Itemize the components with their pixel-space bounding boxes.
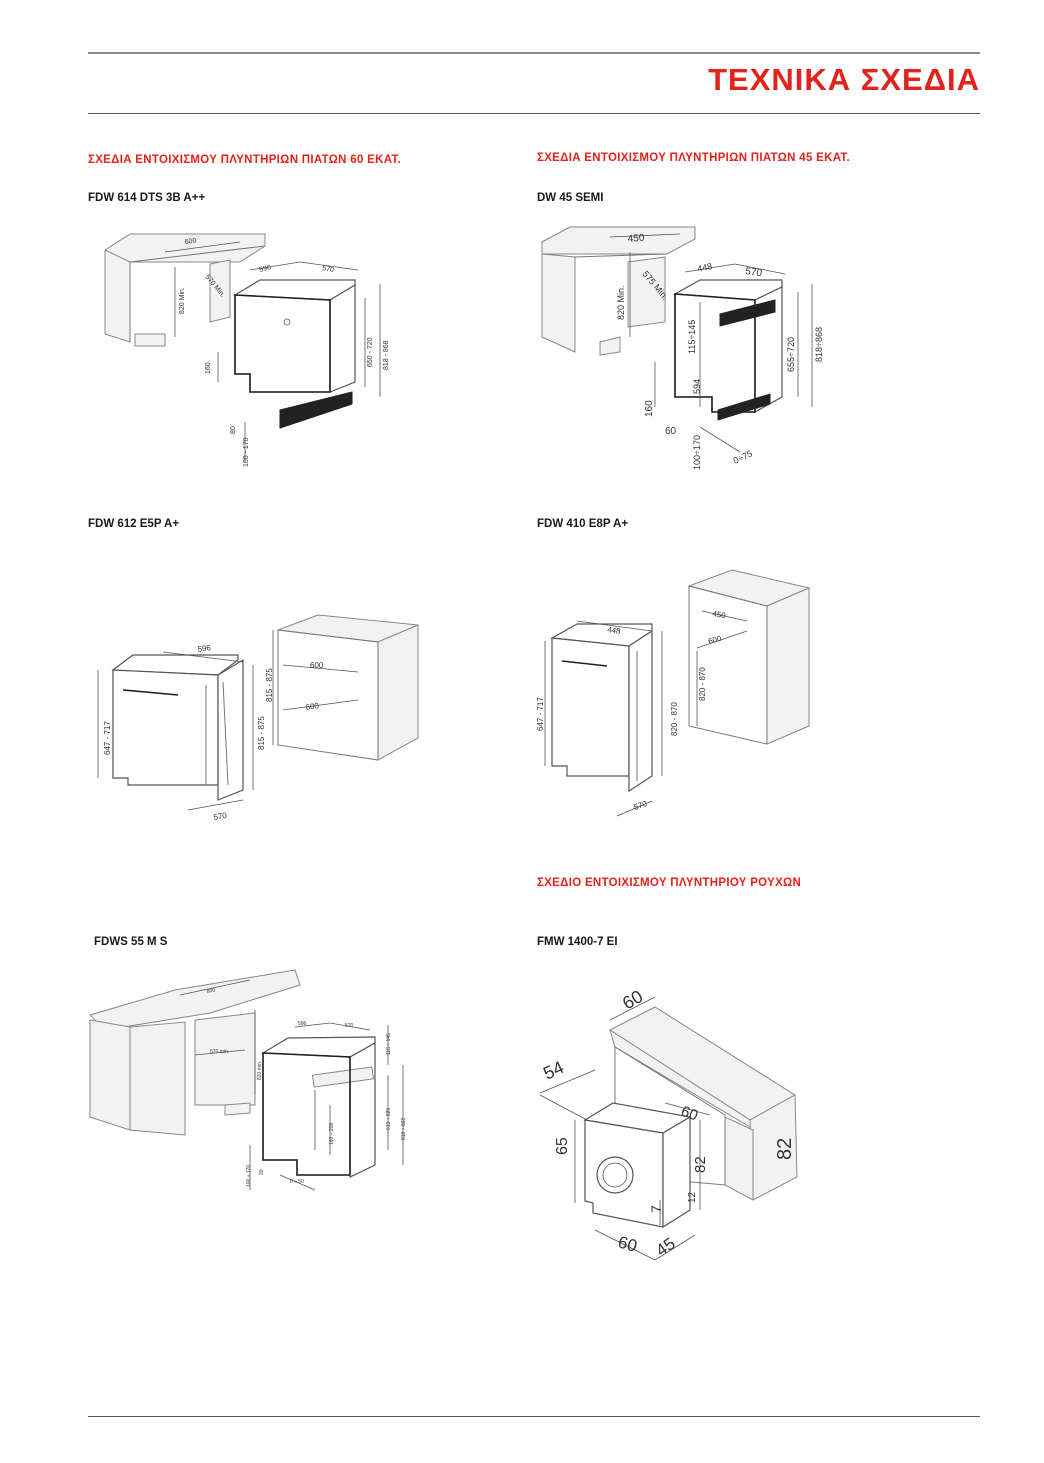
kitchen-cabinet [277,614,419,761]
dishwasher-body [233,279,356,429]
dim-label: 570 [213,811,228,822]
dim-label: 12 [687,1191,698,1203]
dishwasher-body [672,279,783,421]
dim-label: 45 [652,1234,678,1260]
dim-label: 820 Min. [616,285,626,320]
dim-label: 54 [540,1057,567,1084]
dimension-lines [539,996,711,1261]
dim-label: 160 [644,400,655,417]
dim-label: 647 - 717 [103,721,112,755]
dim-label: 570 [745,266,763,279]
dim-label: 80 [230,426,237,434]
washing-machine-body [583,1102,692,1229]
section-title-washing-machine: ΣΧΕΔΙΟ ΕΝΤΟΙΧΙΣΜΟΥ ΠΛΥΝΤΗΡΙΟΥ ΡΟΥΧΩΝ [537,877,802,889]
dim-label: 82 [692,1156,709,1173]
kitchen-cabinet [104,233,266,347]
dim-label: 650 - 720 [367,337,374,367]
dim-label: 7 [648,1205,664,1213]
dim-label: 60 [616,1233,639,1256]
dimension-lines [544,610,748,817]
model-label-fmw1400: FMW 1400-7 EI [537,936,618,948]
dim-label: 820 - 870 [670,702,679,736]
header-rule [88,113,980,114]
dim-label: 115÷145 [687,320,697,354]
dim-label: 0÷75 [732,448,754,466]
dim-label: 815 - 875 [257,716,266,750]
dim-label: 448 [696,261,713,274]
kitchen-cabinet [608,1006,798,1201]
dim-label: 100 ÷ 170 [246,1165,252,1187]
dim-label: 600 [184,237,197,246]
dim-label: 0 ÷ 50 [290,1179,304,1185]
dimension-labels: 450 600 448 820 - 870 647 - 717 820 - 87… [536,609,727,812]
diagram-fdw410: 450 600 448 820 - 870 647 - 717 820 - 87… [536,569,811,817]
section-title-dishwashers-60: ΣΧΕΔΙΑ ΕΝΤΟΙΧΙΣΜΟΥ ΠΛΥΝΤΗΡΙΩΝ ΠΙΑΤΩΝ 60 … [88,154,401,166]
dim-label: 600 [305,701,320,712]
dim-label: 570 [345,1023,354,1029]
top-rule [88,52,980,54]
diagram-fdw612: 596 647 - 717 815 - 875 600 600 815 - 87… [97,614,419,822]
dimension-lines [97,630,359,811]
dim-label: 615 ÷ 820 [386,1108,392,1130]
dim-label: 570 [633,799,649,812]
diagram-fdw614: 600 570 Min. 820 Min. 596 570 650 - 720 … [104,233,390,467]
dim-label: 594 [692,379,702,394]
dim-label: 30 [259,1169,265,1175]
model-label-fdw614: FDW 614 DTS 3B A++ [88,192,206,204]
dim-label: 570 min. [210,1049,229,1055]
dim-label: 60 [665,426,677,437]
dim-label: 100 - 170 [243,437,250,467]
diagram-fmw1400: 60 54 60 65 82 82 7 12 60 45 [539,986,798,1261]
model-label-fdw410: FDW 410 E8P A+ [537,518,629,530]
section-title-dishwashers-45: ΣΧΕΔΙΑ ΕΝΤΟΙΧΙΣΜΟΥ ΠΛΥΝΤΗΡΙΩΝ ΠΙΑΤΩΝ 45 … [537,152,850,164]
dimension-lines [609,233,813,453]
dim-label: 596 [197,643,212,654]
dim-label: 450 [712,609,727,620]
kitchen-cabinet [541,226,696,356]
dimension-lines [179,979,404,1191]
dim-label: 65 [554,1137,571,1155]
model-label-fdw612: FDW 612 E5P A+ [88,518,180,530]
dim-label: 115 ÷ 145 [386,1033,392,1055]
dim-label: 450 [627,233,645,245]
dim-label: 60 [679,1103,700,1125]
dimension-labels: 596 647 - 717 815 - 875 600 600 815 - 87… [103,643,324,822]
kitchen-cabinet [89,969,301,1136]
model-label-dw45: DW 45 SEMI [537,192,604,204]
dim-label: 820 Min. [179,287,186,314]
dim-label: 100÷170 [692,435,702,470]
dim-label: 160 ÷ 209 [329,1123,335,1145]
dim-label: 655÷720 [786,337,796,372]
dim-label: 818 ÷ 868 [401,1118,407,1140]
dim-label: 600 [206,988,215,995]
diagram-dw45: 450 575 Min. 820 Min. 448 570 115÷145 65… [541,226,824,470]
dim-label: 815 - 875 [265,668,274,702]
dim-label: 60 [619,986,646,1013]
dim-label: 596 [259,264,272,274]
page-title: ΤΕΧΝΙΚΑ ΣΧΕΔΙΑ [708,62,980,97]
diagram-fdws55: 600 570 min. 820 min. 596 570 115 ÷ 145 … [89,969,407,1191]
dimension-labels: 600 570 min. 820 min. 596 570 115 ÷ 145 … [206,988,407,1187]
dim-label: 596 [298,1021,307,1027]
kitchen-cabinet [687,569,811,745]
dim-label: 818÷868 [814,327,824,362]
dim-label: 820 min. [257,1061,263,1080]
dim-label: 160 [205,362,212,374]
dishwasher-body [260,1036,376,1178]
dishwasher-body [111,654,244,801]
dim-label: 818 - 868 [383,340,390,370]
model-label-fdws55: FDWS 55 M S [94,936,168,948]
dim-label: 820 - 870 [698,667,707,701]
dishwasher-body [550,623,653,793]
dim-label: 448 [607,625,622,636]
dim-label: 647 - 717 [536,697,545,731]
dim-label: 600 [310,661,324,670]
dimension-lines [164,241,381,462]
dim-label: 82 [774,1138,796,1160]
footer-rule [88,1416,980,1417]
dim-label: 570 [322,265,335,274]
dim-label: 600 [707,634,723,646]
